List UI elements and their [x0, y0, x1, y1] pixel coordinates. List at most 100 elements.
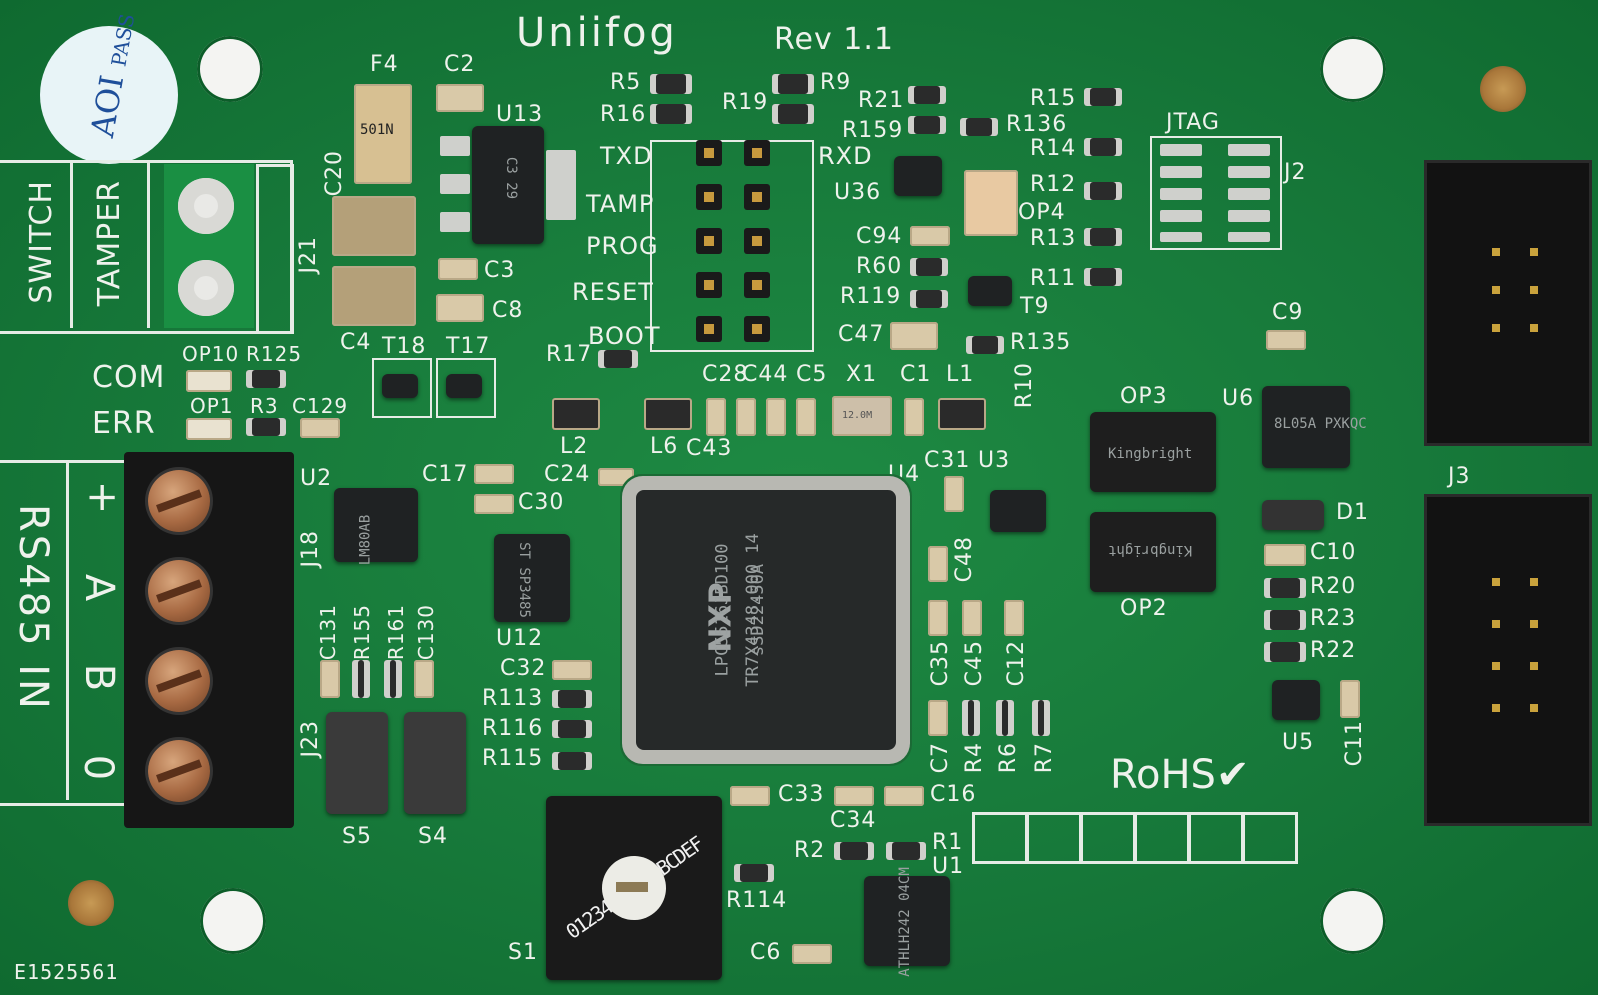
u13-marking: C3 29: [503, 156, 520, 200]
f4-marking: 501N: [360, 122, 394, 138]
res-r119: [910, 290, 948, 308]
screw-a[interactable]: [148, 560, 210, 622]
res-r161: [384, 660, 402, 698]
header-pin[interactable]: [696, 140, 722, 166]
header-pin[interactable]: [744, 184, 770, 210]
ref-c130: C130: [414, 604, 438, 661]
cap-c5: [796, 398, 816, 436]
ref-r19: R19: [722, 90, 769, 115]
writein-box-2: [1026, 812, 1082, 864]
cap-c45: [962, 600, 982, 636]
ref-r4: R4: [962, 742, 987, 774]
res-r1: [886, 842, 926, 860]
label-jtag: JTAG: [1166, 110, 1220, 135]
label-prog: PROG: [586, 232, 659, 260]
screw-0[interactable]: [148, 740, 210, 802]
ref-x1: X1: [846, 362, 878, 387]
fiducial-bottom-left: [68, 880, 114, 926]
res-r23: [1264, 610, 1306, 630]
cap-c3: [438, 258, 478, 280]
header-pin[interactable]: [696, 272, 722, 298]
sticker-line1: AOI: [83, 72, 132, 140]
res-r16: [650, 104, 692, 124]
ref-j2: J2: [1284, 160, 1307, 185]
idc-connector-j3[interactable]: [1424, 494, 1592, 826]
arrow-icon: [616, 882, 648, 892]
ref-c4: C4: [340, 330, 372, 355]
ref-r23: R23: [1310, 606, 1357, 631]
header-pin[interactable]: [744, 316, 770, 342]
ref-u13: U13: [496, 102, 544, 127]
cap-c6: [792, 944, 832, 964]
ref-r14: R14: [1030, 136, 1077, 161]
cap-c10: [1264, 544, 1306, 566]
ref-c48: C48: [952, 536, 977, 583]
ref-r6: R6: [996, 742, 1021, 774]
ref-r119: R119: [840, 284, 902, 309]
ref-r10: R10: [1012, 362, 1037, 409]
label-switch: SWITCH: [24, 180, 59, 304]
u2-marking: LM80AB: [357, 514, 374, 566]
led-op4: [964, 170, 1018, 236]
screw-b[interactable]: [148, 650, 210, 712]
board-revision: Rev 1.1: [774, 22, 894, 57]
header-pin[interactable]: [744, 228, 770, 254]
cap-c7: [928, 700, 948, 736]
ref-u6: U6: [1222, 386, 1255, 411]
regulator-u13: C3 29: [472, 126, 544, 244]
label-tamper: TAMPER: [92, 180, 127, 307]
ref-c10: C10: [1310, 540, 1357, 565]
rotary-switch-s1[interactable]: 0123456789ABCDEF: [546, 796, 722, 980]
diode-s5: [326, 712, 388, 814]
res-r7: [1032, 700, 1050, 736]
ref-r116: R116: [482, 716, 544, 741]
ref-r60: R60: [856, 254, 903, 279]
idc-connector-j-top[interactable]: [1424, 160, 1592, 446]
ref-c20: C20: [322, 150, 347, 197]
optocoupler-op2: Kingbright: [1090, 512, 1216, 592]
res-r115: [552, 752, 592, 770]
ref-r16: R16: [600, 102, 647, 127]
header-pin[interactable]: [696, 228, 722, 254]
ref-r9: R9: [820, 70, 852, 95]
inductor-l1: [938, 398, 986, 430]
ref-s4: S4: [418, 824, 448, 849]
cap-c2: [436, 84, 484, 112]
screw-plus[interactable]: [148, 470, 210, 532]
writein-box-5: [1188, 812, 1244, 864]
res-r125: [246, 370, 286, 388]
idc-pin: [1492, 248, 1500, 256]
tamper-label-divider: [70, 160, 150, 328]
res-r5: [650, 74, 692, 94]
ref-r155: R155: [350, 604, 374, 661]
sticker-text: AOI PASS: [83, 10, 142, 140]
mounting-hole-top-right: [1320, 36, 1386, 102]
cap-c94: [910, 226, 950, 246]
idc-pin: [1530, 704, 1538, 712]
header-pin[interactable]: [744, 140, 770, 166]
ref-r7: R7: [1032, 742, 1057, 774]
header-pin[interactable]: [696, 184, 722, 210]
board-title: Uniifog: [516, 10, 678, 56]
res-r155: [352, 660, 370, 698]
cap-c44: [736, 398, 756, 436]
ref-r114: R114: [726, 888, 788, 913]
ref-op4: OP4: [1018, 200, 1066, 225]
ref-op3: OP3: [1120, 384, 1168, 409]
u13-tab: [546, 150, 576, 220]
label-reset: RESET: [572, 278, 654, 306]
transistor-t9: [968, 276, 1012, 306]
transistor-t17: [446, 374, 482, 398]
writein-box-4: [1134, 812, 1190, 864]
inductor-l6: [644, 398, 692, 430]
mounting-hole-bottom-left: [200, 888, 266, 954]
header-pin[interactable]: [744, 272, 770, 298]
cap-c20: [332, 196, 416, 256]
header-pin[interactable]: [696, 316, 722, 342]
ref-r11: R11: [1030, 266, 1077, 291]
mounting-hole-top-left: [197, 36, 263, 102]
rs485-pin-b: B: [76, 663, 123, 695]
rotary-knob[interactable]: [602, 856, 666, 920]
ic-u12: ST SP3485: [494, 534, 570, 622]
cap-c33: [730, 786, 770, 806]
